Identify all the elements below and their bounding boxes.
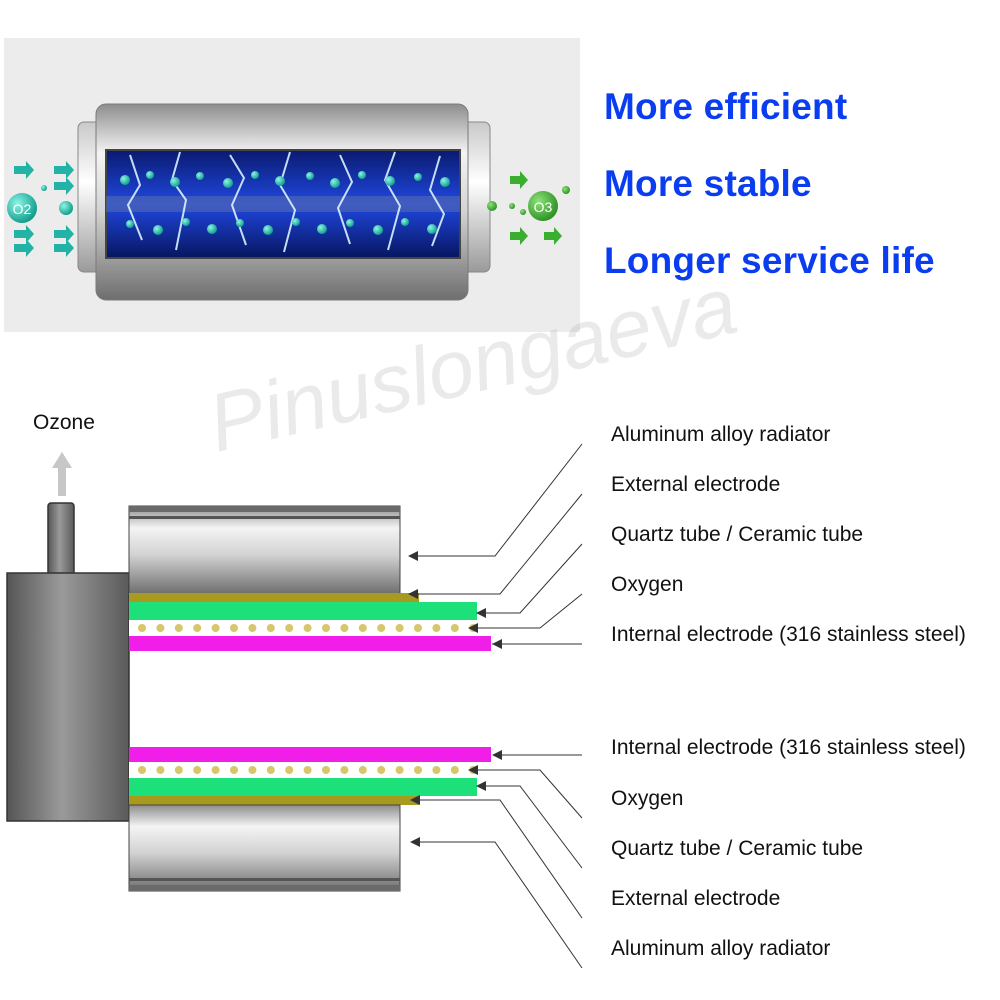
headline-service-life: Longer service life — [604, 240, 935, 281]
oxygen-dot — [285, 766, 294, 774]
oxygen-dot — [266, 624, 275, 632]
oxygen-dot — [414, 766, 422, 774]
oxygen-dot — [193, 624, 202, 632]
up-arrow-icon — [52, 452, 72, 496]
oxygen-dot — [303, 766, 312, 774]
label-top-radiator: Aluminum alloy radiator — [611, 423, 831, 446]
oxygen-dots-top — [138, 624, 478, 632]
oxygen-dot — [174, 766, 183, 774]
oxygen-dot — [340, 766, 349, 774]
flow-arrow-icon — [510, 171, 562, 245]
arrowheads-bottom — [410, 750, 502, 847]
oxygen-dot — [138, 766, 146, 774]
flow-arrow-icon — [14, 161, 74, 257]
oxygen-dot — [174, 624, 183, 632]
oxygen-dot — [193, 766, 202, 774]
oxygen-dot — [211, 766, 220, 774]
label-top-oxygen: Oxygen — [611, 573, 684, 596]
oxygen-dot — [138, 624, 146, 632]
oxygen-dot — [156, 766, 165, 774]
plasma-sparks — [126, 151, 446, 253]
oxygen-dot — [266, 766, 275, 774]
oxygen-dot — [450, 766, 459, 774]
oxygen-dot — [432, 624, 441, 632]
oxygen-dot — [358, 624, 367, 632]
label-bottom-internal-electrode: Internal electrode (316 stainless steel) — [611, 736, 966, 759]
oxygen-dot — [450, 624, 459, 632]
ozone-molecule-icon: O3 — [487, 186, 570, 221]
label-bottom-quartz-tube: Quartz tube / Ceramic tube — [611, 837, 864, 860]
oxygen-dot — [156, 624, 165, 632]
oxygen-dot — [303, 624, 312, 632]
oxygen-dot — [432, 766, 441, 774]
label-bottom-radiator: Aluminum alloy radiator — [611, 937, 831, 960]
oxygen-dot — [285, 624, 294, 632]
oxygen-dot — [340, 624, 349, 632]
oxygen-dot — [211, 624, 220, 632]
svg-text:O3: O3 — [534, 199, 553, 215]
label-bottom-oxygen: Oxygen — [611, 787, 684, 810]
label-top-external-electrode: External electrode — [611, 473, 781, 496]
oxygen-dot — [377, 624, 386, 632]
oxygen-dot — [322, 624, 330, 632]
ozone-tube-illustration — [77, 103, 491, 301]
oxygen-dot — [377, 766, 386, 774]
oxygen-dot — [230, 766, 238, 774]
arrowheads-top — [408, 551, 502, 649]
headline-stable: More stable — [604, 163, 812, 204]
svg-text:O2: O2 — [13, 201, 32, 217]
leader-lines-top — [418, 443, 583, 645]
oxygen-dot — [322, 766, 330, 774]
oxygen-dot — [230, 624, 238, 632]
oxygen-dots-bottom — [138, 766, 478, 774]
oxygen-dot — [248, 624, 257, 632]
label-top-quartz-tube: Quartz tube / Ceramic tube — [611, 523, 864, 546]
ozone-label: Ozone — [33, 411, 95, 434]
oxygen-molecule-icon: O2 — [7, 185, 73, 223]
oxygen-dot — [358, 766, 367, 774]
cross-section-diagram — [6, 452, 491, 892]
leader-lines-bottom — [420, 754, 583, 969]
plasma-particles — [120, 171, 450, 235]
headline-efficient: More efficient — [604, 86, 848, 127]
label-bottom-external-electrode: External electrode — [611, 887, 781, 910]
oxygen-dot — [248, 766, 257, 774]
oxygen-dot — [414, 624, 422, 632]
oxygen-dot — [395, 766, 404, 774]
oxygen-dot — [395, 624, 404, 632]
label-top-internal-electrode: Internal electrode (316 stainless steel) — [611, 623, 966, 646]
